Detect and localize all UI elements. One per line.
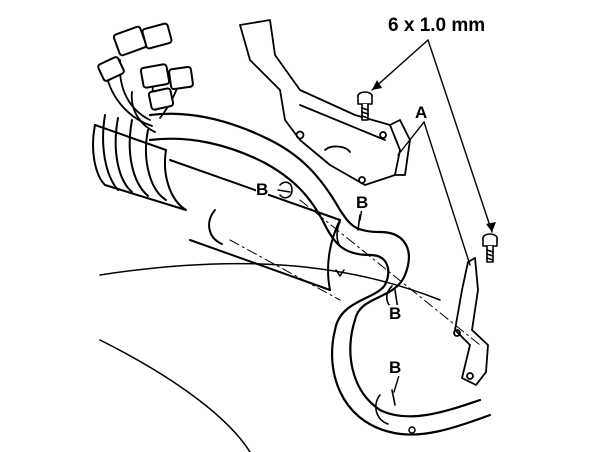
cylinder-body: [169, 159, 341, 291]
bolt-spec-label: 6 x 1.0 mm: [388, 15, 486, 36]
bellows-boot: [92, 114, 187, 211]
connector-plugs: [97, 22, 194, 111]
small-fasteners: [335, 269, 416, 434]
lower-bracket: [453, 257, 489, 386]
clamp-markers: [279, 181, 399, 406]
clamp-label-b-3: B: [389, 304, 402, 323]
bracket-label-a: A: [415, 103, 428, 122]
upper-bracket: [239, 19, 411, 186]
clamp-label-b-2: B: [356, 193, 369, 212]
bolt-upper: [357, 91, 373, 121]
leader-lines: [277, 39, 493, 393]
alignment-lines: [229, 199, 481, 346]
leader-arrowheads: [372, 80, 496, 232]
clamp-label-b-1: B: [256, 180, 269, 199]
clamp-label-b-4: B: [389, 358, 402, 377]
frame-arc: [99, 262, 441, 301]
bolt-lower: [482, 233, 498, 263]
harness-tube: [148, 112, 492, 436]
body-panel-arc: [99, 339, 251, 452]
